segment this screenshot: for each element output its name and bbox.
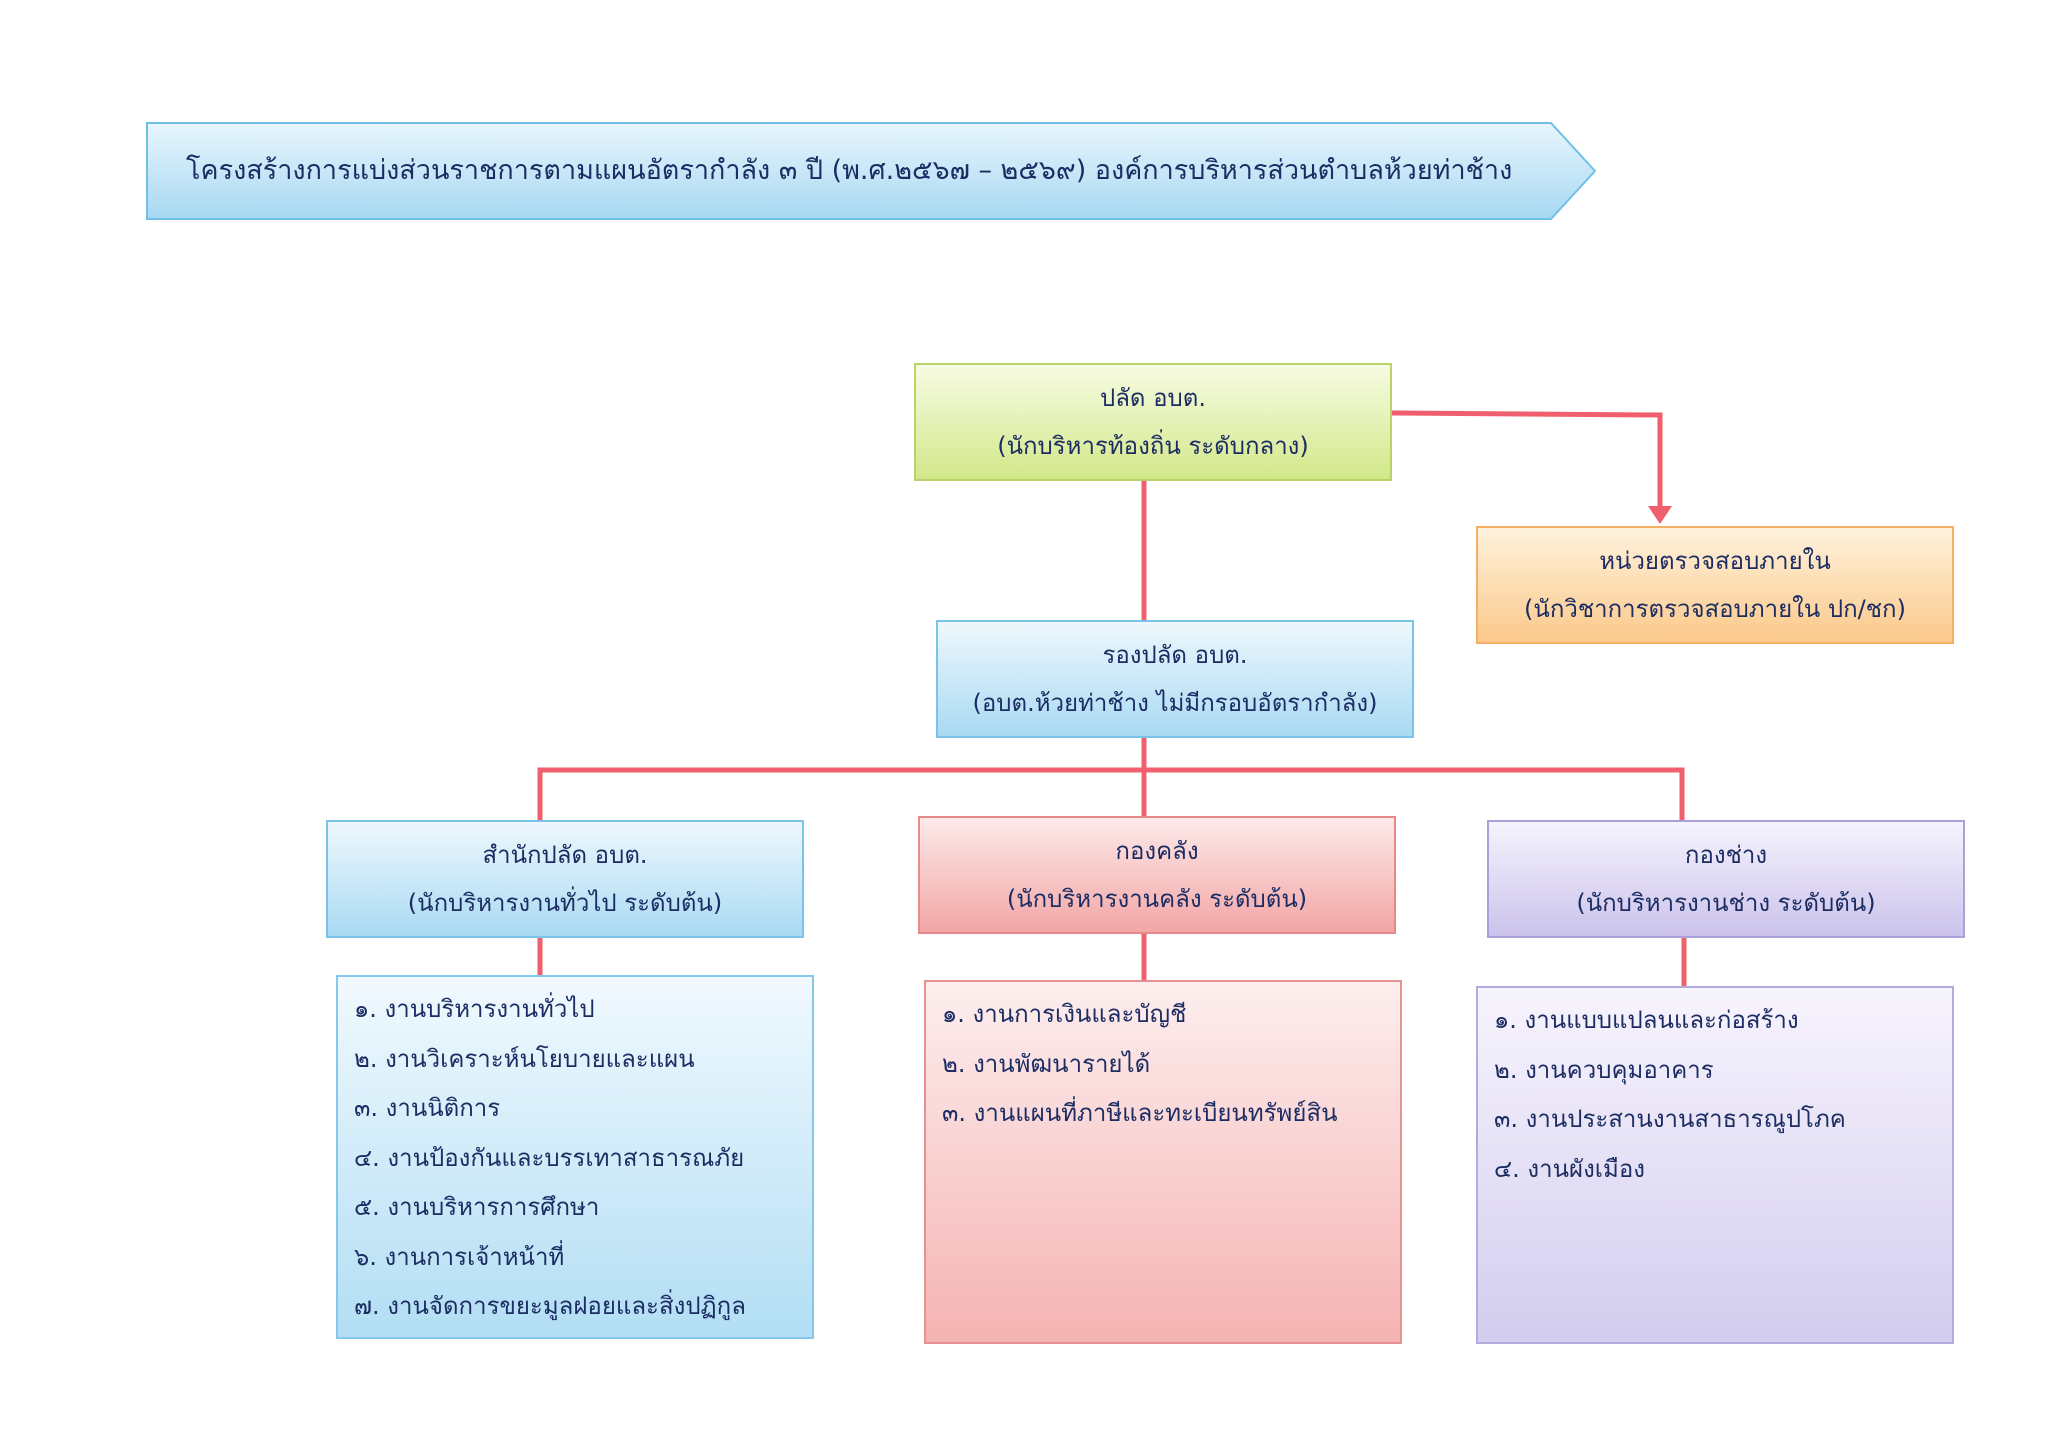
list-item: ๓. งานนิติการ bbox=[354, 1094, 501, 1122]
list-item: ๒. งานพัฒนารายได้ bbox=[942, 1049, 1151, 1078]
list-item: ๔. งานป้องกันและบรรเทาสาธารณภัย bbox=[354, 1143, 745, 1172]
chief-administrator-subtitle: (นักบริหารท้องถิ่น ระดับกลาง) bbox=[997, 432, 1309, 460]
list-item: ๑. งานการเงินและบัญชี bbox=[942, 1000, 1187, 1028]
finance-task-list: ๑. งานการเงินและบัญชี ๒. งานพัฒนารายได้ … bbox=[924, 980, 1402, 1344]
list-item: ๒. งานควบคุมอาคาร bbox=[1494, 1055, 1714, 1084]
deputy-administrator-subtitle: (อบต.ห้วยท่าช้าง ไม่มีกรอบอัตรากำลัง) bbox=[972, 689, 1378, 717]
title-banner: โครงสร้างการแบ่งส่วนราชการตามแผนอัตรากำล… bbox=[146, 122, 1596, 220]
division-engineering-subtitle: (นักบริหารงานช่าง ระดับต้น) bbox=[1576, 889, 1876, 917]
division-office-title: สำนักปลัด อบต. bbox=[482, 841, 648, 869]
chief-administrator-title: ปลัด อบต. bbox=[1099, 384, 1207, 412]
deputy-administrator-box: รองปลัด อบต. (อบต.ห้วยท่าช้าง ไม่มีกรอบอ… bbox=[936, 620, 1414, 738]
list-item: ๑. งานแบบแปลนและก่อสร้าง bbox=[1494, 1006, 1799, 1034]
internal-audit-box: หน่วยตรวจสอบภายใน (นักวิชาการตรวจสอบภายใ… bbox=[1476, 526, 1954, 644]
arrowhead-to-audit bbox=[1648, 506, 1672, 524]
deputy-administrator-title: รองปลัด อบต. bbox=[1102, 641, 1248, 669]
banner-arrow-shape bbox=[146, 122, 1596, 220]
division-office-subtitle: (นักบริหารงานทั่วไป ระดับต้น) bbox=[407, 889, 723, 917]
engineering-task-list: ๑. งานแบบแปลนและก่อสร้าง ๒. งานควบคุมอาค… bbox=[1476, 986, 1954, 1344]
division-office-box: สำนักปลัด อบต. (นักบริหารงานทั่วไป ระดับ… bbox=[326, 820, 804, 938]
chart-title: โครงสร้างการแบ่งส่วนราชการตามแผนอัตรากำล… bbox=[186, 155, 1513, 186]
office-task-list: ๑. งานบริหารงานทั่วไป ๒. งานวิเคราะห์นโย… bbox=[336, 975, 814, 1339]
division-engineering-title: กองช่าง bbox=[1684, 841, 1768, 869]
chief-administrator-box: ปลัด อบต. (นักบริหารท้องถิ่น ระดับกลาง) bbox=[914, 363, 1392, 481]
internal-audit-title: หน่วยตรวจสอบภายใน bbox=[1599, 547, 1831, 575]
list-item: ๖. งานการเจ้าหน้าที่ bbox=[354, 1242, 565, 1271]
division-finance-box: กองคลัง (นักบริหารงานคลัง ระดับต้น) bbox=[918, 816, 1396, 934]
list-item: ๔. งานผังเมือง bbox=[1494, 1154, 1645, 1183]
division-finance-title: กองคลัง bbox=[1115, 837, 1199, 865]
list-item: ๗. งานจัดการขยะมูลฝอยและสิ่งปฏิกูล bbox=[354, 1292, 746, 1320]
list-item: ๑. งานบริหารงานทั่วไป bbox=[354, 995, 595, 1023]
list-item: ๕. งานบริหารการศึกษา bbox=[354, 1193, 600, 1221]
division-finance-subtitle: (นักบริหารงานคลัง ระดับต้น) bbox=[1006, 885, 1308, 913]
list-item: ๒. งานวิเคราะห์นโยบายและแผน bbox=[354, 1044, 695, 1073]
connector-top-to-audit-h bbox=[1389, 410, 1663, 418]
list-item: ๓. งานประสานงานสาธารณูปโภค bbox=[1494, 1105, 1846, 1133]
internal-audit-subtitle: (นักวิชาการตรวจสอบภายใน ปก/ชก) bbox=[1524, 595, 1906, 623]
division-engineering-box: กองช่าง (นักบริหารงานช่าง ระดับต้น) bbox=[1487, 820, 1965, 938]
list-item: ๓. งานแผนที่ภาษีและทะเบียนทรัพย์สิน bbox=[942, 1099, 1338, 1127]
